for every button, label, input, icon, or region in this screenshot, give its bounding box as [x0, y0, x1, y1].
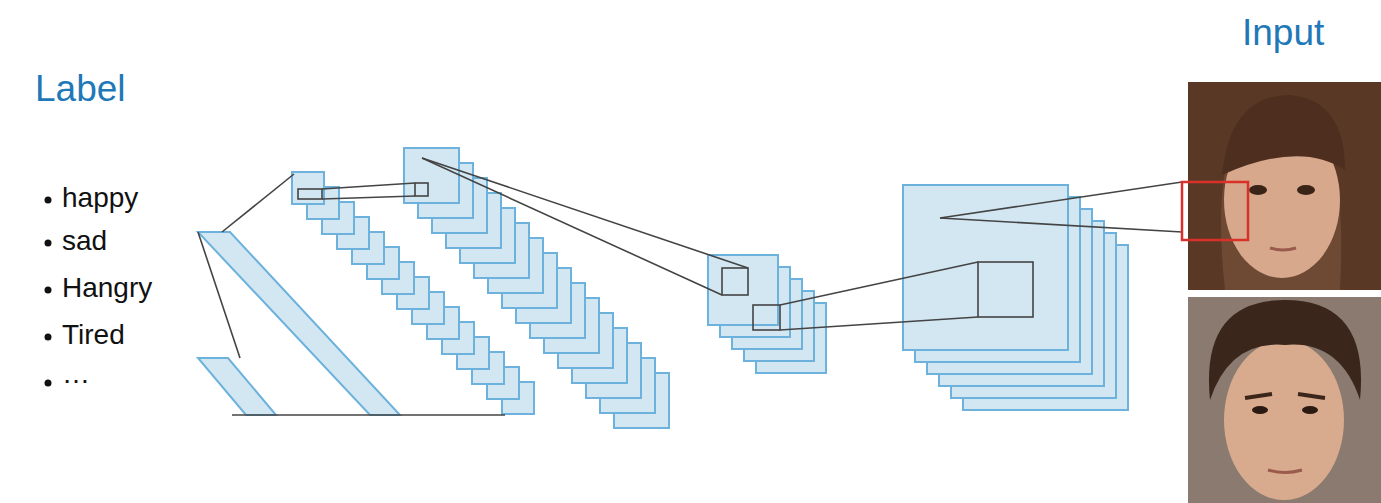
receptive-field — [753, 305, 780, 330]
projection-line — [322, 183, 415, 189]
projection-line — [940, 182, 1182, 218]
section-heading: Input — [1242, 14, 1324, 51]
receptive-field — [415, 183, 428, 196]
bullet — [45, 334, 52, 341]
bullet — [45, 197, 52, 204]
receptive-field — [722, 268, 748, 295]
projection-line — [780, 317, 978, 330]
output-layer — [198, 358, 276, 415]
feature-map — [404, 148, 459, 203]
projection-line — [780, 262, 978, 305]
receptive-field — [978, 262, 1033, 317]
class-label: happy — [62, 184, 138, 212]
face-photo — [1188, 297, 1381, 503]
feature-map — [292, 172, 324, 204]
projection-line — [232, 414, 505, 416]
projection-line — [422, 158, 748, 268]
output-layer — [198, 232, 400, 415]
projection-line — [222, 174, 294, 232]
projection-line — [198, 232, 240, 358]
receptive-field — [298, 189, 322, 199]
projection-line — [422, 158, 722, 295]
feature-map-stack — [708, 255, 826, 373]
feature-map — [903, 185, 1068, 350]
bullet — [45, 287, 52, 294]
bullet — [45, 380, 52, 387]
class-label: Tired — [62, 321, 125, 349]
face-photo — [1182, 82, 1381, 290]
projection-line — [940, 218, 1182, 232]
feature-map-stack — [404, 148, 669, 428]
class-label: … — [62, 360, 90, 388]
bullet — [45, 240, 52, 247]
projection-line — [322, 196, 415, 199]
feature-map-stack — [903, 185, 1128, 410]
section-heading: Label — [35, 70, 126, 107]
class-label: Hangry — [62, 274, 152, 302]
class-label: sad — [62, 227, 107, 255]
